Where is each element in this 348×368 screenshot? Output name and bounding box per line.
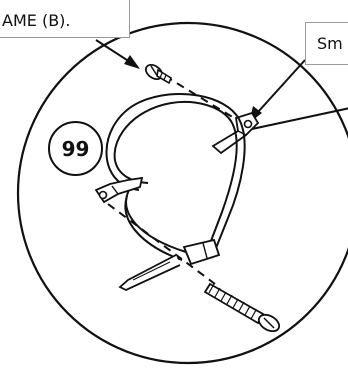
cable-tie-icon	[105, 92, 246, 291]
leader-arrow-left	[95, 39, 140, 69]
wood-screw-icon	[203, 282, 281, 333]
leader-line-right	[251, 107, 348, 130]
alignment-line-upper	[164, 75, 245, 125]
callout-box-left: AME (B).	[0, 0, 130, 38]
callout-text-right: Sm	[317, 34, 343, 53]
wood-screw-icon	[144, 63, 172, 85]
detail-circle	[16, 21, 348, 365]
callout-box-right: Sm	[305, 22, 348, 65]
step-number-badge: 99	[48, 121, 103, 176]
step-number: 99	[61, 136, 90, 161]
mounting-bracket-icon	[94, 176, 144, 204]
callout-text-left: AME (B).	[2, 11, 71, 30]
